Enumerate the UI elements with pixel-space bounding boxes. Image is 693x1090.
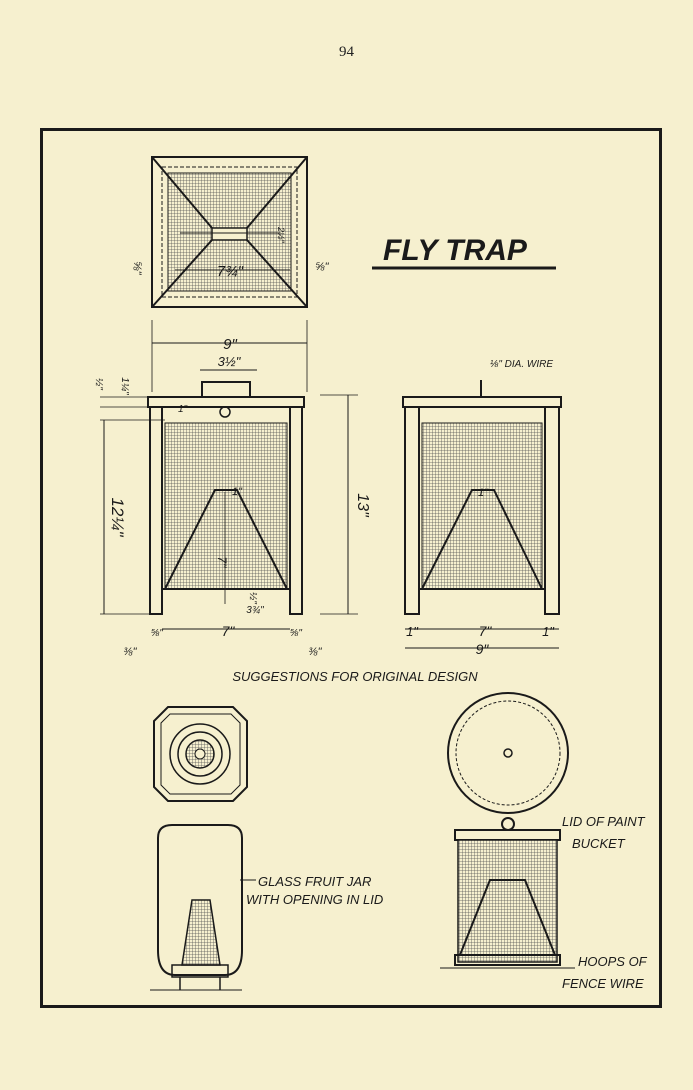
front-inner-width-dim: 7" (222, 623, 236, 639)
side-leg-left-dim: 1" (406, 624, 419, 639)
front-cone-top-dim: 1" (232, 486, 243, 498)
front-top-b-dim: 1¼" (119, 377, 131, 395)
wire-dim: ⅛" DIA. WIRE (490, 359, 553, 370)
jar-top-view (153, 706, 248, 802)
front-top-a-dim: ½" (93, 378, 104, 390)
front-foot-left-dim: ⅜" (123, 646, 137, 658)
jar-label-line2: WITH OPENING IN LID (246, 892, 383, 907)
top-side-right-dim: ⅝" (315, 261, 329, 273)
side-leg-right-dim: 1" (542, 624, 555, 639)
handle-dim: 3½" (218, 354, 242, 369)
front-cone-height-dim: 7" (215, 557, 229, 569)
jar-side-view (150, 824, 243, 991)
bucket-label-line2: BUCKET (572, 836, 626, 851)
side-inner-dim: 7" (479, 623, 493, 639)
original-design-caption: SUGGESTIONS FOR ORIGINAL DESIGN (232, 669, 478, 684)
bucket-label-line1: LID OF PAINT (562, 814, 646, 829)
front-gap-dim: ½" (247, 592, 258, 604)
page-number: 94 (339, 44, 354, 60)
hoops-label-line1: HOOPS OF (578, 954, 648, 969)
diagram-title: FLY TRAP (383, 234, 528, 267)
front-view (147, 381, 305, 615)
jar-label-line1: GLASS FRUIT JAR (258, 874, 371, 889)
front-leg-left-dim: ⅝" (151, 628, 163, 639)
hoops-label-line2: FENCE WIRE (562, 976, 644, 991)
side-view (402, 380, 562, 615)
bucket-top-view (447, 692, 569, 814)
width-dim: 9" (223, 336, 237, 353)
bucket-side-view (440, 817, 575, 969)
top-inner-dim: 7¾" (217, 263, 244, 280)
top-side-left-dim: ⅝" (131, 261, 143, 275)
side-cone-top-dim: 1" (478, 487, 489, 499)
top-view (151, 156, 308, 308)
front-foot-right-dim: ⅜" (308, 646, 322, 658)
front-bottom-dim: 3¾" (246, 605, 264, 616)
overall-height-dim: 13" (354, 493, 371, 518)
front-height-dim: 12¼" (108, 497, 127, 537)
top-slot-dim: 2½" (276, 226, 286, 244)
drawing-plate (40, 128, 662, 1008)
side-overall-dim: 9" (476, 641, 490, 657)
front-leg-right-dim: ⅝" (290, 628, 302, 639)
front-lid-dim: 1" (178, 404, 188, 415)
